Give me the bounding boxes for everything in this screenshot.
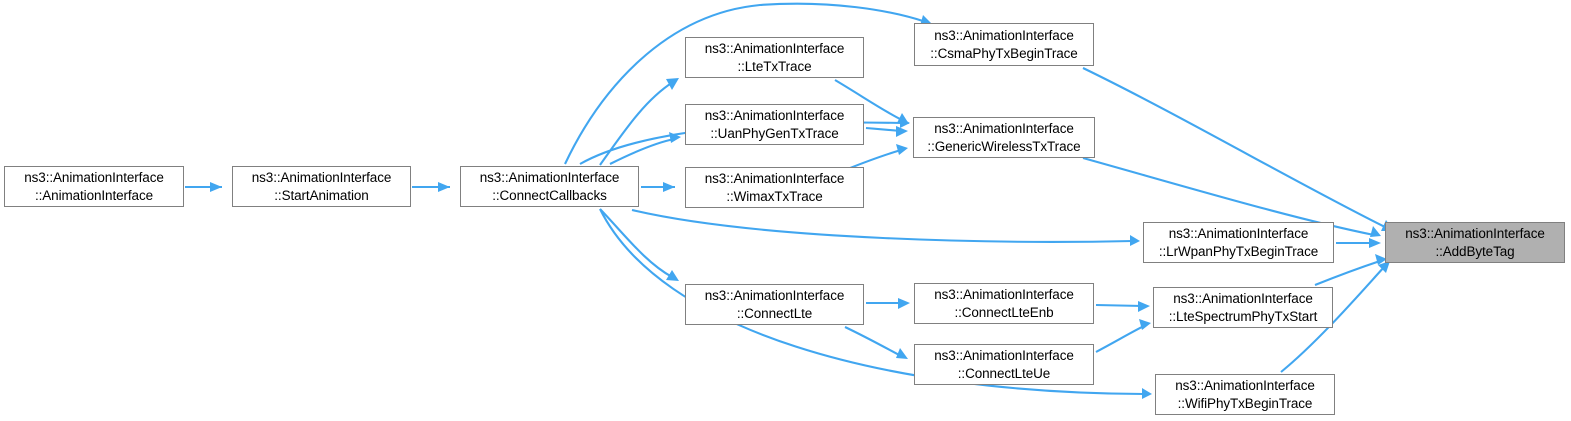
node-connectlteue[interactable]: ns3::AnimationInterface::ConnectLteUe: [914, 344, 1094, 385]
node-connectlteenb[interactable]: ns3::AnimationInterface::ConnectLteEnb: [914, 283, 1094, 324]
edge-connectcallbacks-to-ltetxtrace: [599, 78, 679, 166]
arrowhead-icon: [669, 132, 681, 143]
node-label-line1: ns3::AnimationInterface: [704, 40, 845, 56]
node-label-line1: ns3::AnimationInterface: [934, 120, 1074, 136]
node-startanimation[interactable]: ns3::AnimationInterface::StartAnimation: [232, 166, 411, 207]
node-wifiphytxbegintrace[interactable]: ns3::AnimationInterface::WifiPhyTxBeginT…: [1155, 374, 1335, 415]
node-label-line2: ::WimaxTxTrace: [726, 188, 823, 204]
edge-connectlte-to-connectlteenb: [866, 298, 910, 309]
arrowhead-icon: [1369, 238, 1381, 248]
node-genericwirelesstxtrace[interactable]: ns3::AnimationInterface::GenericWireless…: [913, 117, 1095, 158]
arrowhead-icon: [438, 182, 450, 192]
node-label-line2: ::GenericWirelessTxTrace: [927, 138, 1081, 154]
node-label-line2: ::ConnectLteUe: [957, 365, 1051, 381]
node-label-line2: ::CsmaPhyTxBeginTrace: [930, 45, 1078, 61]
arrowhead-icon: [1130, 235, 1140, 246]
node-label-line2: ::AnimationInterface: [34, 187, 154, 203]
edge-connectcallbacks-to-connectlte: [599, 208, 679, 281]
node-ltetxtrace[interactable]: ns3::AnimationInterface::LteTxTrace: [685, 37, 864, 78]
arrowhead-icon: [1139, 319, 1151, 330]
node-label-line1: ns3::AnimationInterface: [704, 170, 845, 186]
edge-lrwpanphytxbegintrace-to-addbytetag: [1336, 238, 1381, 248]
arrowhead-icon: [666, 270, 679, 281]
arrowhead-icon: [898, 298, 910, 309]
node-label-line1: ns3::AnimationInterface: [704, 287, 845, 303]
node-label-line1: ns3::AnimationInterface: [934, 286, 1074, 302]
node-label-line2: ::StartAnimation: [274, 187, 369, 203]
edge-connectlteue-to-ltespectrumphytxstart: [1095, 319, 1151, 353]
edge-connectcallbacks-to-uanphygentxtrace: [609, 132, 681, 165]
node-label-line2: ::AddByteTag: [1435, 243, 1515, 259]
edge-connectcallbacks-to-lrwpanphytxbegintrace: [631, 208, 1140, 246]
arrowhead-icon: [1138, 301, 1150, 312]
node-label-line2: ::WifiPhyTxBeginTrace: [1177, 395, 1313, 411]
node-label-line1: ns3::AnimationInterface: [1173, 290, 1313, 306]
node-label-line1: ns3::AnimationInterface: [1405, 225, 1545, 241]
node-label-line2: ::ConnectCallbacks: [492, 187, 607, 203]
arrowhead-icon: [1142, 388, 1152, 399]
node-label-line1: ns3::AnimationInterface: [934, 347, 1074, 363]
arrowhead-icon: [210, 182, 222, 192]
node-label-line2: ::LteTxTrace: [737, 58, 812, 74]
node-label-line1: ns3::AnimationInterface: [251, 169, 392, 185]
edge-animationinterface-to-startanimation: [185, 182, 222, 192]
node-label-line1: ns3::AnimationInterface: [704, 107, 845, 123]
node-ltespectrumphytxstart[interactable]: ns3::AnimationInterface::LteSpectrumPhyT…: [1153, 287, 1333, 328]
node-connectlte[interactable]: ns3::AnimationInterface::ConnectLte: [685, 284, 864, 325]
edge-connectcallbacks-to-wimaxtxtrace: [641, 182, 675, 192]
node-label-line2: ::ConnectLte: [736, 305, 813, 321]
node-label-line2: ::ConnectLteEnb: [954, 304, 1054, 320]
node-label-line1: ns3::AnimationInterface: [1168, 225, 1309, 241]
node-label-line1: ns3::AnimationInterface: [24, 169, 164, 185]
edge-connectlteenb-to-ltespectrumphytxstart: [1095, 301, 1150, 312]
arrowhead-icon: [897, 113, 909, 124]
edge-startanimation-to-connectcallbacks: [412, 182, 450, 192]
arrowhead-icon: [896, 126, 908, 137]
arrowhead-icon: [900, 117, 910, 128]
node-label-line2: ::LteSpectrumPhyTxStart: [1168, 308, 1318, 324]
node-lrwpanphytxbegintrace[interactable]: ns3::AnimationInterface::LrWpanPhyTxBegi…: [1143, 222, 1334, 263]
node-uanphygentxtrace[interactable]: ns3::AnimationInterface::UanPhyGenTxTrac…: [685, 104, 864, 145]
edge-connectlte-to-connectlteue: [844, 326, 908, 359]
node-csmaphytxbegintrace[interactable]: ns3::AnimationInterface::CsmaPhyTxBeginT…: [914, 23, 1094, 66]
arrowhead-icon: [896, 348, 908, 359]
node-addbytetag[interactable]: ns3::AnimationInterface::AddByteTag: [1385, 222, 1565, 263]
node-label-line1: ns3::AnimationInterface: [1175, 377, 1315, 393]
node-connectcallbacks[interactable]: ns3::AnimationInterface::ConnectCallback…: [460, 166, 639, 207]
node-animationinterface[interactable]: ns3::AnimationInterface::AnimationInterf…: [4, 166, 184, 207]
node-label-line1: ns3::AnimationInterface: [479, 169, 620, 185]
node-wimaxtxtrace[interactable]: ns3::AnimationInterface::WimaxTxTrace: [685, 167, 864, 208]
node-label-line1: ns3::AnimationInterface: [934, 27, 1074, 43]
arrowhead-icon: [666, 78, 679, 90]
node-label-line2: ::LrWpanPhyTxBeginTrace: [1158, 243, 1319, 259]
edge-csmaphytxbegintrace-to-addbytetag: [1082, 67, 1394, 231]
edge-uanphygentxtrace-to-genericwirelesstxtrace: [865, 126, 908, 137]
node-label-line2: ::UanPhyGenTxTrace: [710, 125, 839, 141]
arrowhead-icon: [896, 144, 908, 155]
arrowhead-icon: [663, 182, 675, 192]
arrowhead-icon: [1370, 226, 1381, 237]
